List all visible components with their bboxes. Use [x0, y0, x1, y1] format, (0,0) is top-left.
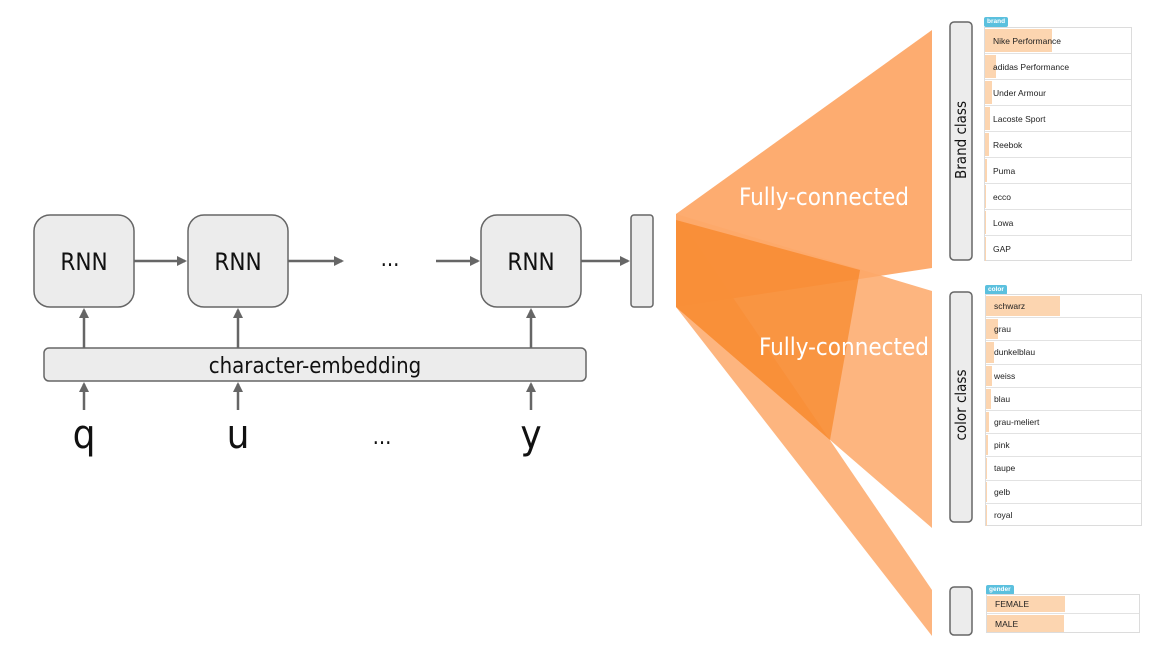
class-label: MALE — [995, 618, 1019, 629]
rnn-ellipsis: ... — [381, 247, 400, 272]
table-row: Lacoste Sport — [985, 106, 1131, 132]
gender-head-box — [949, 586, 973, 636]
embedding-to-rnn-arrows — [79, 308, 536, 348]
input-char-u: u — [227, 412, 250, 458]
class-label: royal — [994, 510, 1013, 521]
table-row: FEMALE — [987, 595, 1139, 614]
table-row: pink — [986, 434, 1141, 458]
score-bar — [985, 211, 986, 234]
score-bar — [985, 81, 992, 104]
embedding-label: character-embedding — [209, 354, 421, 379]
table-row: weiss — [986, 365, 1141, 388]
class-label: grau-meliert — [994, 417, 1040, 428]
table-row: royal — [986, 504, 1141, 527]
table-row: gelb — [986, 481, 1141, 504]
class-label: adidas Performance — [993, 61, 1070, 72]
input-char-y: y — [520, 412, 541, 458]
input-characters: q u ... y — [73, 412, 542, 458]
brand-head-box — [949, 21, 973, 261]
score-bar — [986, 342, 994, 363]
table-row: Under Armour — [985, 80, 1131, 106]
rnn-cell-1-label: RNN — [60, 248, 107, 276]
score-bar — [985, 185, 987, 208]
class-label: grau — [994, 324, 1012, 335]
class-label: GAP — [993, 244, 1011, 254]
score-bar — [985, 107, 990, 130]
fan-overlap — [676, 220, 860, 440]
score-bar — [986, 481, 987, 502]
table-row: adidas Performance — [985, 54, 1131, 80]
table-row: Reebok — [985, 132, 1131, 158]
input-to-embedding-arrows — [79, 382, 536, 410]
fc-label-color: Fully-connected — [759, 333, 929, 361]
gender-tag: gender — [986, 585, 1014, 595]
table-row: Lowa — [985, 210, 1131, 236]
score-bar — [985, 55, 996, 78]
table-row: schwarz — [986, 295, 1141, 319]
score-bar — [986, 296, 1061, 317]
color-head-box — [949, 291, 973, 523]
table-row: taupe — [986, 457, 1141, 481]
score-bar — [985, 29, 1052, 52]
gender-prediction-table: FEMALE MALE — [986, 594, 1140, 633]
class-label: schwarz — [994, 301, 1026, 312]
score-bar — [985, 133, 989, 156]
class-label: ecco — [993, 191, 1011, 202]
fc-label-brand: Fully-connected — [739, 183, 909, 211]
rnn-cell-2-label: RNN — [214, 248, 261, 276]
score-bar — [986, 411, 990, 433]
class-label: FEMALE — [995, 599, 1030, 609]
score-bar — [986, 435, 989, 456]
class-label: Lacoste Sport — [993, 113, 1046, 124]
color-prediction-table: schwarz grau dunkelblau weiss blau grau-melie… — [985, 294, 1142, 526]
score-bar — [986, 319, 998, 340]
score-bar — [985, 159, 988, 182]
class-label: Lowa — [993, 217, 1014, 228]
rnn-cell-3-label: RNN — [507, 248, 554, 276]
class-label: Reebok — [993, 139, 1023, 150]
color-class-label: color class — [952, 369, 970, 441]
class-label: Under Armour — [993, 87, 1046, 98]
output-vector — [630, 214, 654, 308]
table-row: Nike Performance — [985, 28, 1131, 54]
class-label: taupe — [994, 463, 1016, 474]
score-bar — [986, 388, 991, 409]
table-row: dunkelblau — [986, 341, 1141, 365]
score-bar — [986, 365, 993, 386]
table-row: GAP — [985, 236, 1131, 262]
score-bar — [987, 596, 1066, 612]
table-row: MALE — [987, 614, 1139, 633]
brand-tag: brand — [984, 17, 1009, 27]
score-bar — [986, 458, 987, 479]
rnn-chain: RNN RNN RNN ... — [33, 214, 654, 308]
class-label: blau — [994, 393, 1011, 404]
table-row: blau — [986, 388, 1141, 411]
class-label: weiss — [994, 370, 1016, 381]
score-bar — [987, 615, 1064, 632]
class-label: Puma — [993, 165, 1016, 176]
score-bar — [986, 504, 987, 526]
score-bar — [985, 237, 986, 261]
input-char-q: q — [73, 412, 96, 458]
table-row: grau — [986, 318, 1141, 342]
input-char-ellipsis: ... — [373, 425, 392, 450]
class-label: gelb — [994, 486, 1011, 497]
embedding-bar — [43, 347, 587, 382]
table-row: Puma — [985, 158, 1131, 184]
class-label: pink — [994, 440, 1010, 451]
brand-class-label: Brand class — [952, 101, 970, 179]
fc-fans — [676, 30, 932, 636]
color-tag: color — [985, 285, 1007, 295]
table-row: grau-meliert — [986, 411, 1141, 435]
class-label: Nike Performance — [993, 35, 1062, 46]
table-row: ecco — [985, 184, 1131, 210]
class-label: dunkelblau — [994, 347, 1036, 358]
